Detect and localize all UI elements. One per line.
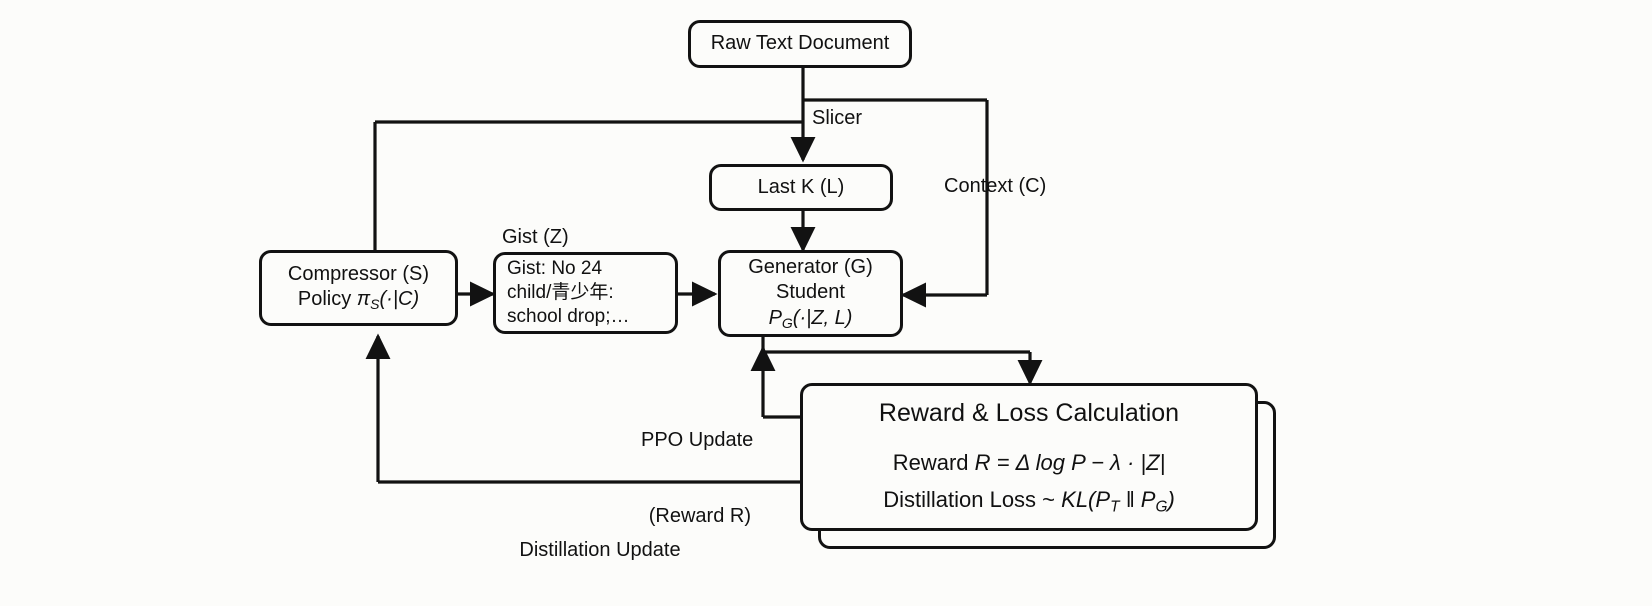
generator-role: Student — [776, 281, 845, 304]
label-gist-z: Gist (Z) — [502, 226, 569, 248]
label-slicer: Slicer — [812, 107, 863, 129]
node-raw-text-document[interactable]: Raw Text Document — [688, 20, 912, 68]
label-ppo-update: PPO Update (Reward R) — [641, 378, 754, 580]
generator-distribution-symbol: P — [768, 306, 782, 329]
gist-box-line-1: Gist: No 24 — [507, 257, 603, 279]
distillation-loss-sub-g: G — [1155, 497, 1168, 515]
generator-title: Generator (G) — [748, 255, 873, 278]
label-distillation-update-line-1: Distillation Update — [519, 539, 681, 562]
node-gist-box[interactable]: Gist: No 24 child/青少年: school drop;… — [493, 252, 678, 334]
compressor-policy-symbol: π — [356, 288, 371, 311]
label-ppo-update-line-2: (Reward R) — [648, 504, 751, 527]
compressor-title: Compressor (S) — [287, 262, 430, 285]
node-last-k[interactable]: Last K (L) — [709, 164, 893, 211]
distillation-loss-sub-t: T — [1110, 497, 1120, 515]
reward-formula-prefix: Reward — [892, 450, 975, 476]
gist-box-line-2: child/青少年: — [507, 281, 614, 303]
node-reward-loss-calculation[interactable]: Reward & Loss Calculation Reward R = Δ l… — [800, 383, 1258, 531]
distillation-loss-formula: Distillation Loss ~ KL(PT ‖ PG) — [883, 486, 1175, 517]
node-compressor[interactable]: Compressor (S) Policy πS(·|C) — [259, 250, 458, 326]
distillation-loss-prefix: Distillation Loss ~ — [883, 486, 1062, 512]
generator-distribution: PG(·|Z, L) — [769, 306, 853, 333]
distillation-loss-end: ) — [1167, 486, 1175, 512]
generator-distribution-subscript: G — [781, 314, 793, 331]
last-k-label: Last K (L) — [757, 175, 845, 198]
reward-box-title: Reward & Loss Calculation — [878, 399, 1180, 428]
label-ppo-update-line-1: PPO Update — [641, 429, 754, 452]
reward-formula: Reward R = Δ log P − λ · |Z| — [893, 449, 1166, 477]
node-generator[interactable]: Generator (G) Student PG(·|Z, L) — [718, 250, 903, 337]
raw-text-document-label: Raw Text Document — [710, 32, 890, 55]
label-distillation-update: Distillation Update (Gradients) — [515, 488, 685, 606]
compressor-policy: Policy πS(·|C) — [298, 287, 419, 314]
compressor-policy-subscript: S — [370, 296, 380, 313]
compressor-policy-prefix: Policy — [297, 288, 357, 311]
distillation-loss-mid: ‖ P — [1119, 486, 1156, 512]
reward-formula-math: R = Δ log P − λ · |Z| — [974, 450, 1166, 476]
compressor-policy-args: (·|C) — [379, 288, 420, 311]
gist-box-line-3: school drop;… — [507, 306, 630, 328]
distillation-loss-kl: KL(P — [1061, 486, 1111, 512]
generator-distribution-args: (·|Z, L) — [792, 306, 853, 329]
label-context: Context (C) — [944, 175, 1047, 197]
